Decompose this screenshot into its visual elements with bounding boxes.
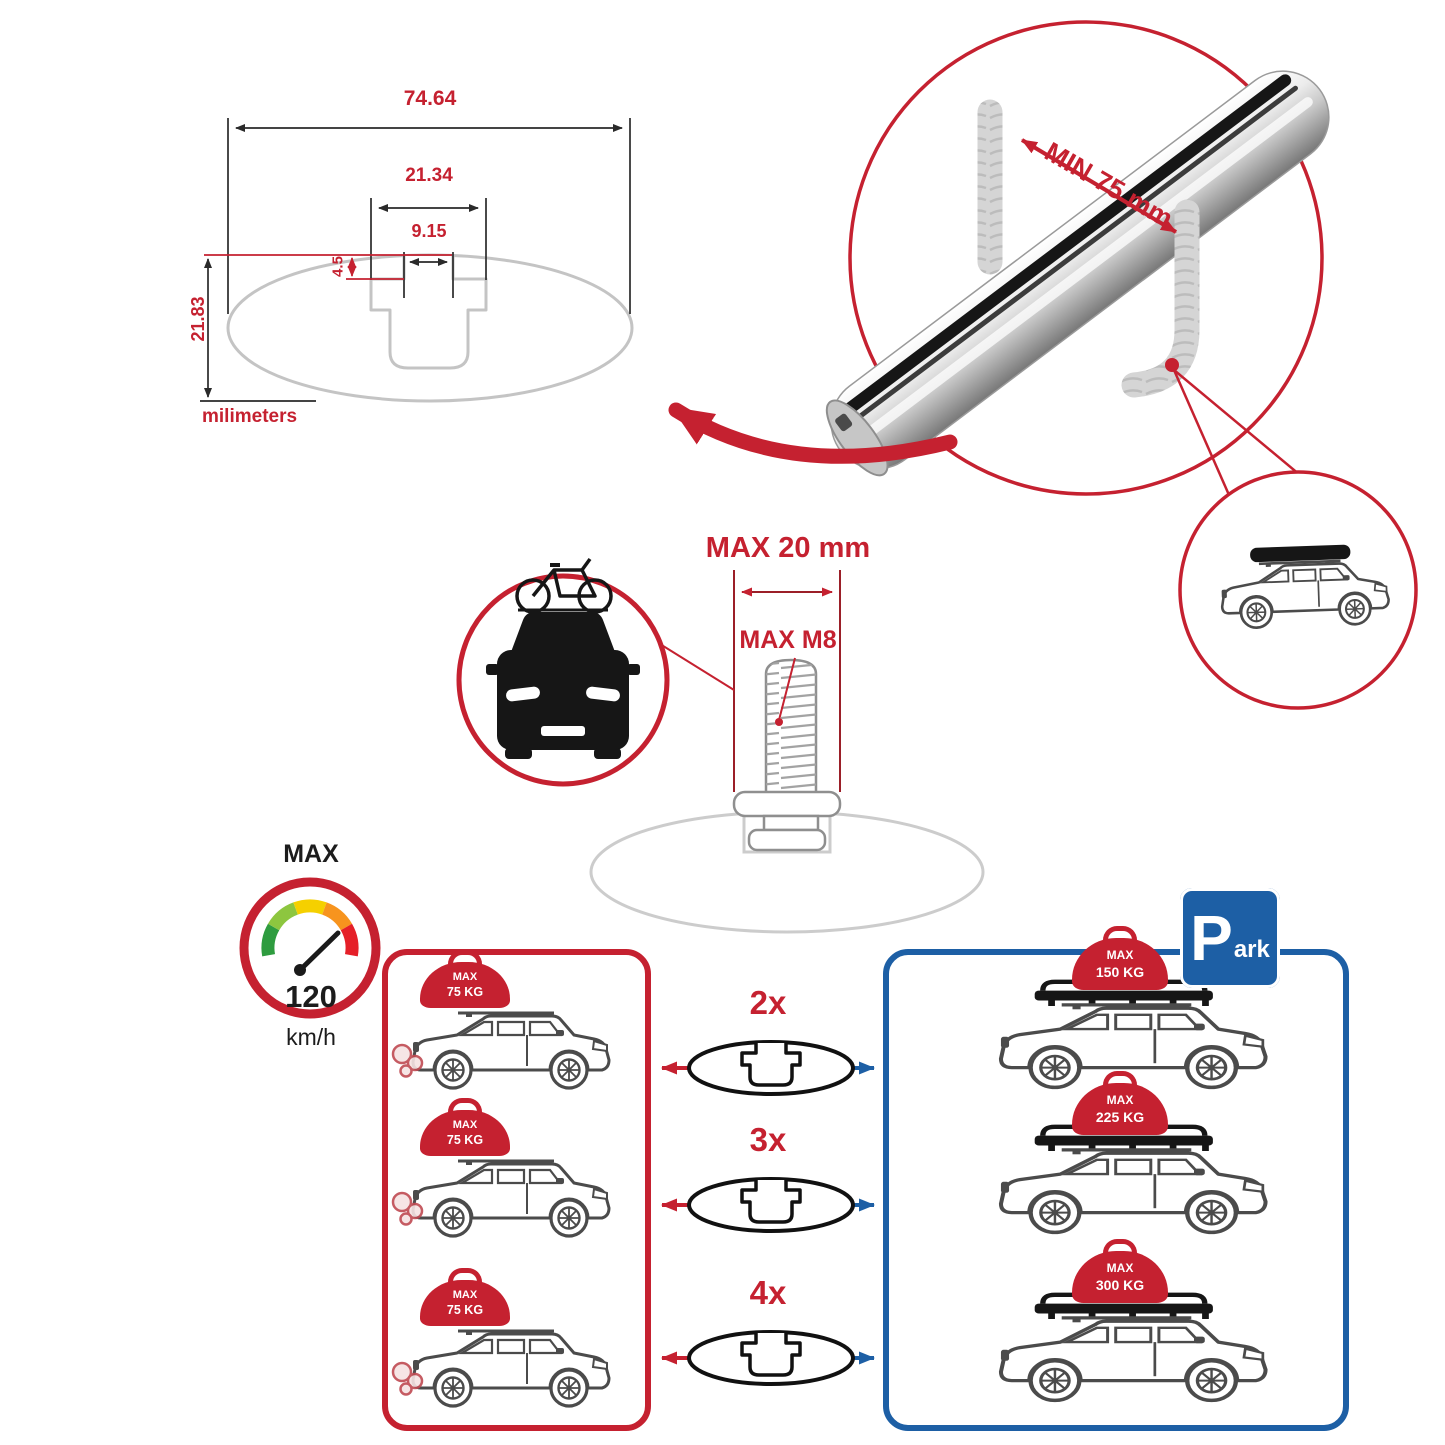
crossbar-xsection-icon	[687, 1177, 855, 1233]
count-label-3x: 3x	[749, 1121, 787, 1158]
count-label-2x: 2x	[749, 984, 787, 1021]
crossbar-xsection-icon	[687, 1040, 855, 1096]
cargo-load-label: MAX	[1106, 948, 1134, 962]
thread-leader-line	[778, 657, 796, 721]
cargo-bag-150kg: MAX 150 KG	[1072, 938, 1168, 990]
cargo-bag-75kg: MAX 75 KG	[420, 1280, 510, 1326]
parking-sign-letter: P	[1190, 902, 1233, 974]
dim-total-width-label: 74.64	[403, 87, 457, 110]
exhaust-smoke	[391, 1043, 424, 1396]
cargo-weight: 75 KG	[446, 1133, 484, 1147]
bolt-dimension-lines	[733, 570, 841, 792]
dimension-lines-red	[204, 254, 452, 280]
cargo-bag-75kg: MAX 75 KG	[420, 962, 510, 1008]
suv-callout	[1172, 369, 1418, 710]
bolt-max-width-label: MAX 20 mm	[705, 532, 871, 564]
car-front-circle	[456, 557, 735, 787]
parking-sign: P ark	[1180, 888, 1280, 988]
speed-value: 120	[285, 979, 337, 1014]
bolt-diagram	[589, 570, 985, 934]
crossbar-bar	[825, 70, 1330, 477]
count-row-2	[661, 1177, 875, 1233]
cargo-weight: 75 KG	[446, 985, 484, 999]
dim-total-height-label: 21.83	[188, 296, 208, 342]
cargo-weight: 150 KG	[1095, 964, 1145, 980]
car-front-with-bike	[486, 557, 640, 759]
speedometer	[239, 877, 381, 1019]
suv-with-roofbox	[1219, 544, 1391, 631]
count-row-3	[661, 1330, 875, 1386]
units-label: milimeters	[202, 406, 298, 427]
speed-max-label: MAX	[283, 840, 339, 868]
dim-lip-depth-label: 4.5	[329, 256, 347, 277]
crossbar-detail-circle	[825, 20, 1330, 496]
cargo-bag-300kg: MAX 300 KG	[1072, 1251, 1168, 1303]
cargo-bag-75kg: MAX 75 KG	[420, 1110, 510, 1156]
cargo-bag-225kg: MAX 225 KG	[1072, 1083, 1168, 1135]
cargo-load-label: MAX	[452, 1119, 478, 1131]
speed-unit: km/h	[286, 1024, 336, 1050]
cargo-load-label: MAX	[1106, 1093, 1134, 1107]
bolt-max-thread-label: MAX M8	[739, 626, 837, 654]
cargo-weight: 300 KG	[1095, 1277, 1145, 1293]
min-clearance-arrow	[1020, 138, 1178, 234]
cargo-weight: 225 KG	[1095, 1109, 1145, 1125]
count-label-4x: 4x	[749, 1274, 787, 1311]
crossbar-xsection-icon	[687, 1330, 855, 1386]
cargo-load-label: MAX	[452, 971, 478, 983]
speedometer-needle	[295, 930, 341, 975]
crossbar-cross-section-diagram	[200, 118, 634, 403]
dimension-lines	[200, 118, 631, 402]
parking-sign-suffix: ark	[1233, 936, 1270, 963]
dim-channel-outer-label: 21.34	[405, 165, 453, 186]
cargo-load-label: MAX	[452, 1289, 478, 1301]
dim-channel-opening-label: 9.15	[411, 221, 447, 241]
bolt	[732, 658, 842, 852]
curved-pointer-arrow	[668, 402, 958, 464]
count-row-1	[661, 1040, 875, 1096]
cargo-load-label: MAX	[1106, 1261, 1134, 1275]
clamp-contact-dot	[1165, 358, 1179, 372]
cargo-weight: 75 KG	[446, 1303, 484, 1317]
